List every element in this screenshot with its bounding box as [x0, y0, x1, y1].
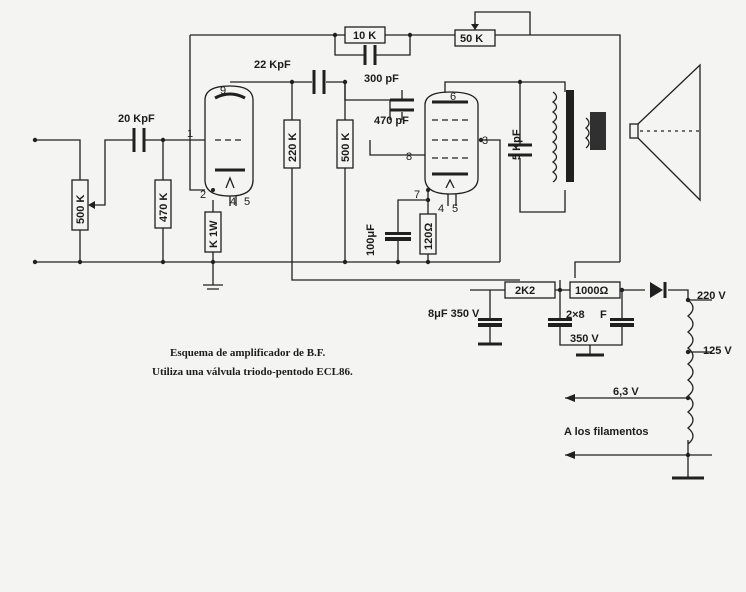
resistor-1000-ohm-label: 1000Ω: [575, 285, 608, 297]
capacitor-2x8uf-unit: F: [600, 309, 607, 321]
resistor-120-ohm: 120Ω: [419, 213, 437, 255]
junction-dots: [32, 32, 691, 458]
pentode-pin-heater-b: 5: [452, 203, 458, 215]
capacitor-300pf-label: 300 pF: [364, 73, 399, 85]
capacitor-470pf: 470 pF: [374, 98, 414, 127]
capacitor-5kpf: 5 KpF: [508, 129, 532, 160]
ground-symbol-triode: [203, 284, 223, 290]
capacitor-2x8uf: 2×8 F 350 V: [548, 309, 634, 345]
resistor-k1w-label: K 1W: [208, 220, 220, 248]
loudspeaker: [629, 63, 701, 202]
resistor-1000-ohm: 1000Ω: [569, 281, 621, 299]
resistor-500k-input: 500 K: [71, 179, 95, 231]
resistor-220k: 220 K: [283, 119, 301, 169]
capacitor-20kpf: 20 KpF: [118, 113, 155, 152]
pentode-valve: 6 3 8 7 4 5: [406, 91, 488, 215]
output-transformer: [551, 90, 606, 183]
resistor-2k2: 2K2: [504, 281, 556, 299]
capacitor-100uf: 100μF: [365, 224, 411, 256]
pentode-pin-grid: 8: [406, 151, 412, 163]
resistor-500k-input-label: 500 K: [75, 195, 87, 224]
tap-125v-label: 125 V: [703, 345, 732, 357]
resistor-470k: 470 K: [154, 179, 172, 229]
capacitor-2x8uf-label: 2×8: [566, 309, 585, 321]
capacitor-8uf-label: 8μF 350 V: [428, 308, 480, 320]
resistor-2k2-label: 2K2: [515, 285, 535, 297]
rectifier-diode: [650, 282, 667, 298]
capacitor-470pf-label: 470 pF: [374, 115, 409, 127]
potentiometer-50k: 50 K: [454, 22, 496, 47]
triode-valve: 9 1 2 4 5: [187, 85, 254, 208]
capacitor-22kpf: 22 KpF: [254, 59, 326, 94]
capacitor-8uf: 8μF 350 V: [428, 308, 502, 327]
capacitor-22kpf-label: 22 KpF: [254, 59, 291, 71]
capacitor-5kpf-label: 5 KpF: [511, 129, 523, 160]
resistor-220k-label: 220 K: [287, 133, 299, 162]
capacitor-2x8uf-voltage: 350 V: [570, 333, 599, 345]
capacitor-20kpf-label: 20 KpF: [118, 113, 155, 125]
triode-pin-grid: 1: [187, 128, 193, 140]
resistor-10k-label: 10 K: [353, 30, 376, 42]
resistor-k1w: K 1W: [204, 211, 222, 253]
triode-pin-heater-a: 4: [230, 196, 236, 208]
pentode-pin-cathode: 7: [414, 189, 420, 201]
caption-line-1: Esquema de amplificador de B.F.: [170, 347, 325, 359]
resistor-470k-label: 470 K: [158, 193, 170, 222]
triode-pin-plate: 9: [220, 85, 226, 97]
capacitor-300pf: 300 pF: [363, 45, 399, 85]
resistor-120-ohm-label: 120Ω: [423, 223, 435, 250]
caption-line-2: Utiliza una válvula triodo-pentodo ECL86…: [152, 366, 353, 378]
pentode-pin-plate: 6: [450, 91, 456, 103]
resistor-500k-grid-label: 500 K: [340, 133, 352, 162]
capacitor-100uf-label: 100μF: [365, 224, 377, 256]
filaments-label: A los filamentos: [564, 426, 649, 438]
wiring: [35, 11, 712, 478]
power-transformer-winding: 220 V 125 V 6,3 V A los filamentos: [564, 290, 732, 459]
potentiometer-50k-label: 50 K: [460, 33, 483, 45]
pentode-pin-heater-a: 4: [438, 203, 444, 215]
triode-pin-heater-b: 5: [244, 196, 250, 208]
tap-220v-label: 220 V: [697, 290, 726, 302]
tap-6v3-label: 6,3 V: [613, 386, 639, 398]
triode-pin-cathode: 2: [200, 189, 206, 201]
resistor-10k: 10 K: [344, 26, 386, 44]
pentode-pin-screen: 3: [482, 135, 488, 147]
resistor-500k-grid: 500 K: [336, 119, 354, 169]
